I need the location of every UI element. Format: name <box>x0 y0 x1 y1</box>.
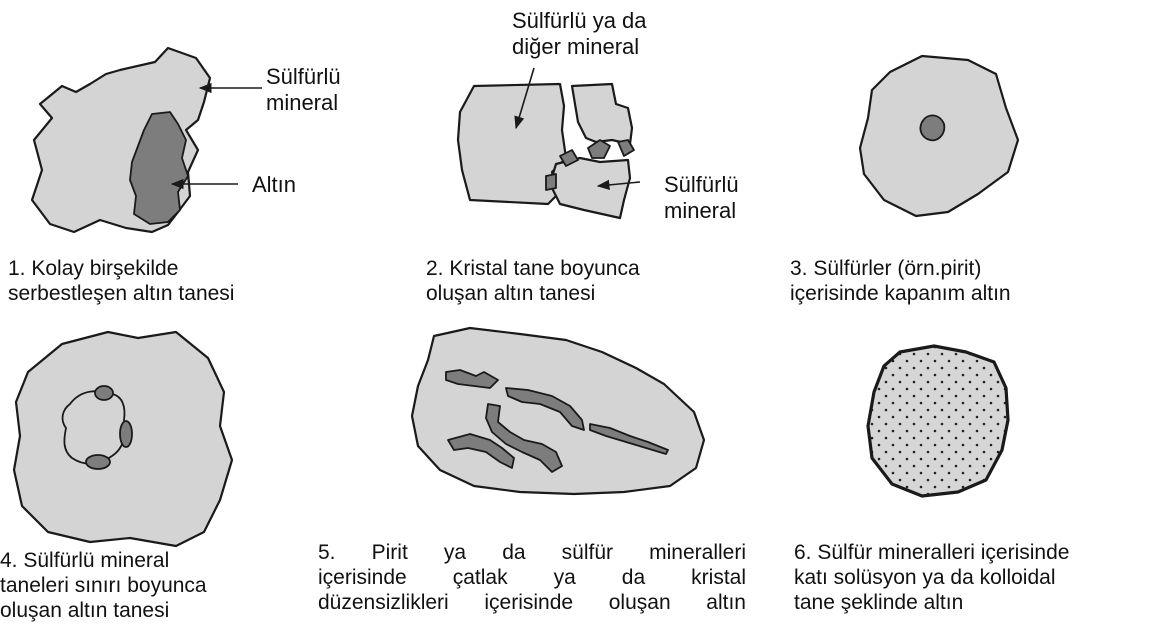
panel-1-liberated-gold <box>32 48 262 232</box>
caption-6: 6. Sülfür mineralleri içerisinde katı so… <box>794 540 1069 615</box>
caption-2-line: 2. Kristal tane boyunca <box>426 256 640 281</box>
p2-top-label: Sülfürlü ya da diğer mineral <box>512 8 647 60</box>
caption-2-line: oluşan altın tanesi <box>426 281 640 306</box>
p1-sulfide-label-line1: Sülfürlü <box>266 64 341 90</box>
p1-sulfide-label: Sülfürlü mineral <box>266 64 341 116</box>
panel-5-fracture-gold <box>412 328 704 494</box>
caption-4: 4. Sülfürlü mineral taneleri sınırı boyu… <box>0 548 207 623</box>
p2-right-label-line2: mineral <box>664 198 739 224</box>
caption-1: 1. Kolay birşekilde serbestleşen altın t… <box>8 256 234 306</box>
caption-1-line: serbestleşen altın tanesi <box>8 281 234 306</box>
bottom-right-crystal <box>550 158 630 218</box>
caption-5-line: 5. Pirit ya da sülfür mineralleri <box>318 540 746 565</box>
p1-gold-label: Altın <box>252 172 296 198</box>
gold-inclusion <box>920 115 944 140</box>
p2-right-label-line1: Sülfürlü <box>664 172 739 198</box>
p2-top-label-line1: Sülfürlü ya da <box>512 8 647 34</box>
caption-1-line: 1. Kolay birşekilde <box>8 256 234 281</box>
caption-4-line: 4. Sülfürlü mineral <box>0 548 207 573</box>
top-right-crystal <box>572 84 632 144</box>
p2-right-label: Sülfürlü mineral <box>664 172 739 224</box>
gold-band <box>618 140 634 156</box>
caption-5-line: düzensizlikleri içerisinde oluşan altın <box>318 590 746 615</box>
panel-4-boundary-gold <box>14 332 232 546</box>
caption-6-line: tane şeklinde altın <box>794 590 1069 615</box>
caption-5: 5. Pirit ya da sülfür mineralleri içeris… <box>318 540 746 615</box>
caption-6-line: katı solüsyon ya da kolloidal <box>794 565 1069 590</box>
p1-sulfide-label-line2: mineral <box>266 90 341 116</box>
caption-5-line: içerisinde çatlak ya da kristal <box>318 565 746 590</box>
gold-band <box>588 140 610 158</box>
panel-2-grain-boundary-gold <box>458 68 640 218</box>
caption-6-line: 6. Sülfür mineralleri içerisinde <box>794 540 1069 565</box>
panel-3-inclusion-gold <box>860 56 1018 216</box>
caption-2: 2. Kristal tane boyunca oluşan altın tan… <box>426 256 640 306</box>
caption-4-line: oluşan altın tanesi <box>0 598 207 623</box>
gold-grain <box>95 386 113 400</box>
caption-4-line: taneleri sınırı boyunca <box>0 573 207 598</box>
gold-grain <box>120 421 132 447</box>
caption-3: 3. Sülfürler (örn.pirit) içerisinde kapa… <box>790 256 1011 306</box>
gold-grain <box>86 455 110 469</box>
caption-3-line: 3. Sülfürler (örn.pirit) <box>790 256 1011 281</box>
caption-3-line: içerisinde kapanım altın <box>790 281 1011 306</box>
gold-band <box>546 174 556 190</box>
dotted-sulfide-grain <box>868 346 1008 496</box>
panel-6-solid-solution-gold <box>868 346 1008 496</box>
p2-top-label-line2: diğer mineral <box>512 34 647 60</box>
